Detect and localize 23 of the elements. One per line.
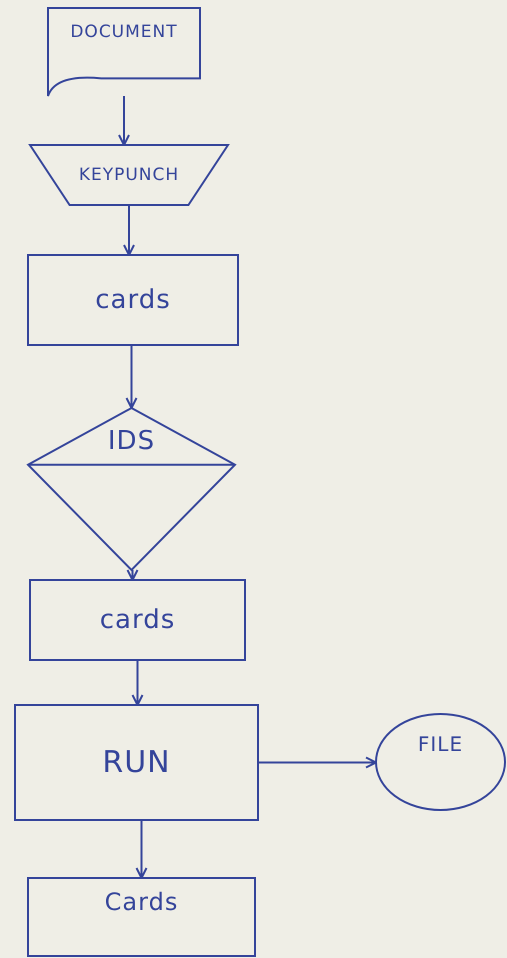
manual-operation-trapezoid: [30, 145, 228, 205]
node-label: FILE: [418, 732, 464, 756]
arrow: [258, 756, 377, 768]
file-circle: [376, 714, 505, 810]
process-box: [30, 580, 245, 660]
arrow: [123, 205, 135, 256]
arrow: [118, 96, 130, 146]
node-label: Cards: [104, 888, 178, 916]
arrow: [136, 820, 148, 879]
arrow: [132, 660, 144, 706]
node-label: KEYPUNCH: [78, 165, 180, 185]
node-label: RUN: [102, 745, 171, 780]
document-shape: [48, 8, 200, 96]
process-box: [15, 705, 258, 820]
node-label: IDS: [108, 426, 156, 456]
process-box: [28, 255, 238, 345]
node-label: DOCUMENT: [70, 22, 178, 42]
node-label: cards: [100, 605, 176, 635]
arrow: [126, 569, 138, 581]
node-label: cards: [95, 285, 171, 315]
arrow: [126, 345, 138, 409]
decision-diamond: [28, 408, 235, 570]
process-box: [28, 878, 255, 956]
